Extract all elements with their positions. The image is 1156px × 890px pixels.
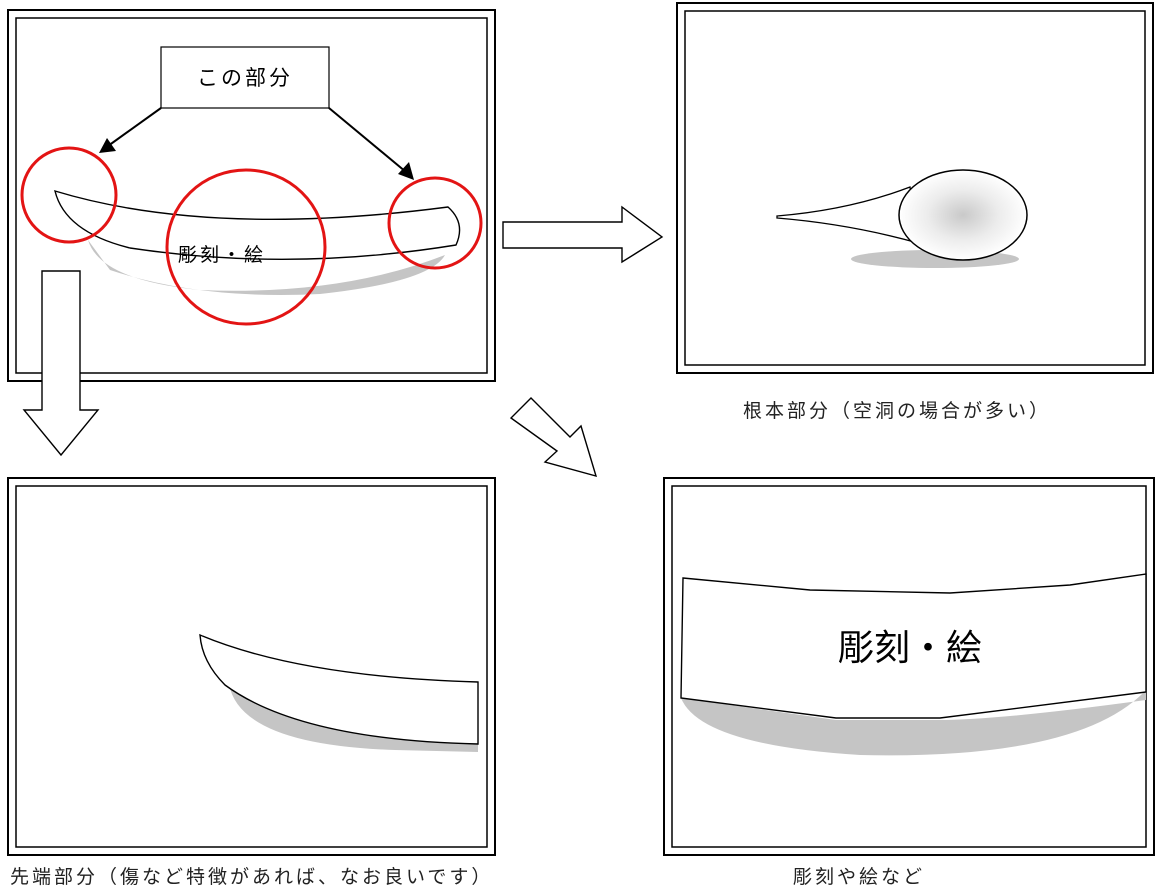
base-panel bbox=[676, 2, 1154, 374]
horn-shadow bbox=[88, 240, 445, 295]
highlight-circle-tip bbox=[20, 146, 118, 244]
tip-caption: 先端部分（傷など特徴があれば、なお良いです） bbox=[10, 866, 494, 888]
center-label: 彫刻・絵 bbox=[178, 244, 266, 266]
carving-horn-section bbox=[680, 573, 1147, 719]
callout-label: この部分 bbox=[197, 66, 293, 90]
tip-shadow bbox=[229, 684, 478, 752]
block-arrow-diagonal bbox=[509, 397, 598, 478]
highlight-circle-center bbox=[165, 168, 327, 326]
main-panel-inner-frame bbox=[15, 17, 488, 374]
horn-body bbox=[54, 189, 461, 260]
base-panel-inner-frame bbox=[684, 10, 1146, 366]
callout-arrow-left bbox=[99, 107, 162, 153]
block-arrow-down bbox=[22, 270, 100, 457]
base-hollow-end bbox=[898, 169, 1028, 261]
carving-shadow bbox=[681, 690, 1146, 756]
main-panel: この部分 彫刻・絵 bbox=[7, 9, 496, 382]
tip-panel bbox=[7, 477, 496, 856]
tip-horn bbox=[199, 633, 479, 745]
carving-label: 彫刻・絵 bbox=[838, 628, 982, 669]
callout-arrow-right bbox=[328, 107, 414, 180]
tip-panel-inner-frame bbox=[15, 485, 488, 848]
carving-caption: 彫刻や絵など bbox=[793, 866, 926, 888]
highlight-circle-base bbox=[387, 176, 483, 270]
base-caption: 根本部分（空洞の場合が多い） bbox=[743, 400, 1052, 422]
carving-panel: 彫刻・絵 bbox=[663, 477, 1155, 856]
block-arrow-right bbox=[502, 205, 664, 264]
callout-box bbox=[160, 46, 330, 109]
